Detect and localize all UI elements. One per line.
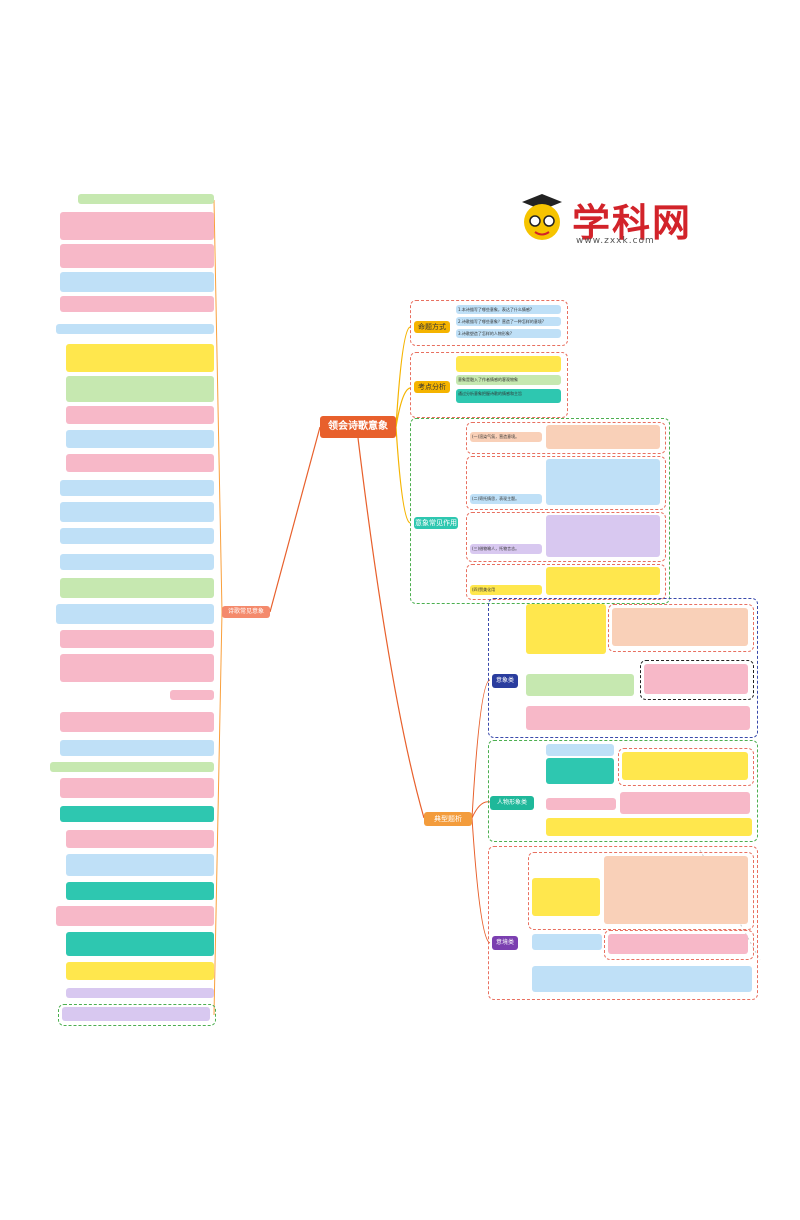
left-item bbox=[60, 212, 214, 240]
g1-method bbox=[526, 674, 634, 696]
g2-note bbox=[546, 818, 752, 836]
left-item bbox=[66, 454, 214, 472]
b3-sub2 bbox=[466, 456, 666, 510]
left-item bbox=[170, 690, 214, 700]
left-item bbox=[66, 988, 214, 998]
b3-sub4 bbox=[466, 564, 666, 600]
b3-item: (二)寄托情思，表现主题。 bbox=[470, 494, 542, 504]
left-item bbox=[60, 740, 214, 756]
b3-detail bbox=[546, 515, 660, 557]
left-item bbox=[56, 906, 214, 926]
branch-analysis: 考点分析 bbox=[414, 381, 450, 393]
g1-ans bbox=[612, 608, 748, 646]
branch-question-types: 命题方式 bbox=[414, 321, 450, 333]
b3-item: (一)渲染气氛，营造意境。 bbox=[470, 432, 542, 442]
g2-frame bbox=[488, 740, 758, 842]
b2-frame bbox=[410, 352, 568, 418]
left-item bbox=[66, 344, 214, 372]
left-item bbox=[60, 778, 214, 798]
left-item bbox=[60, 806, 214, 822]
left-item bbox=[50, 762, 214, 772]
left-item bbox=[60, 528, 214, 544]
left-item bbox=[66, 962, 214, 980]
left-item bbox=[60, 480, 214, 496]
g1-frame bbox=[488, 598, 758, 738]
g2-q2 bbox=[546, 758, 614, 784]
b2-item bbox=[456, 356, 561, 372]
g1-tip-frame bbox=[640, 660, 754, 700]
left-item bbox=[60, 578, 214, 598]
branch-functions: 意象常见作用 bbox=[414, 517, 458, 529]
branch-examples: 典型题析 bbox=[424, 812, 472, 826]
left-item bbox=[60, 630, 214, 648]
g3-hub: 意境类 bbox=[492, 936, 518, 950]
b3-item: (三)借物喻人，托物言志。 bbox=[470, 544, 542, 554]
left-hub: 诗歌常见意象 bbox=[222, 606, 270, 618]
root-node: 领会诗歌意象 bbox=[320, 416, 396, 438]
left-item bbox=[66, 882, 214, 900]
g3-tip-frame bbox=[604, 930, 754, 960]
g2-ans-frame bbox=[618, 748, 754, 786]
left-item bbox=[66, 830, 214, 848]
g1-hub: 意象类 bbox=[492, 674, 518, 688]
left-item bbox=[60, 272, 214, 292]
g3-frame bbox=[488, 846, 758, 1000]
g2-ans bbox=[622, 752, 748, 780]
left-item bbox=[56, 604, 214, 624]
b2-item: 意象是融入了作者情感的客观物象 bbox=[456, 375, 561, 385]
g3-note bbox=[532, 966, 752, 992]
b3-detail bbox=[546, 459, 660, 505]
left-item bbox=[66, 854, 214, 876]
b1-item: 3.诗歌塑造了怎样的人物形象? bbox=[456, 329, 561, 338]
g2-q bbox=[546, 744, 614, 756]
g3-tip bbox=[608, 934, 748, 954]
left-item bbox=[66, 406, 214, 424]
logo-text: 学科网 bbox=[572, 201, 693, 245]
b3-frame bbox=[410, 418, 670, 604]
left-item bbox=[62, 1007, 210, 1021]
g3-q-frame bbox=[528, 852, 754, 930]
left-item bbox=[66, 376, 214, 402]
g2-hub: 人物形象类 bbox=[490, 796, 534, 810]
b1-item: 1.本诗描写了哪些意象，表达了什么情感? bbox=[456, 305, 561, 314]
g1-q bbox=[526, 604, 606, 654]
g3-q bbox=[532, 878, 600, 916]
left-item bbox=[60, 502, 214, 522]
g2-method bbox=[546, 798, 616, 810]
b3-detail bbox=[546, 567, 660, 595]
g2-tip bbox=[620, 792, 750, 814]
b2-item: 通过分析意象把握诗歌的情感和主旨 bbox=[456, 389, 561, 403]
left-item bbox=[66, 430, 214, 448]
g3-ans bbox=[604, 856, 748, 924]
b3-detail bbox=[546, 425, 660, 449]
left-item bbox=[56, 324, 214, 334]
logo-url: www.zxxk.com bbox=[576, 236, 655, 246]
left-item bbox=[60, 712, 214, 732]
b1-frame bbox=[410, 300, 568, 346]
g1-tip bbox=[644, 664, 748, 694]
g1-note bbox=[526, 706, 750, 730]
left-item bbox=[60, 554, 214, 570]
b3-item: (四)赞美化用 bbox=[470, 585, 542, 595]
b3-sub3 bbox=[466, 512, 666, 562]
g1-ans-frame bbox=[608, 604, 754, 652]
left-item bbox=[78, 194, 214, 204]
left-item bbox=[66, 932, 214, 956]
b3-sub1 bbox=[466, 422, 666, 454]
left-item bbox=[60, 654, 214, 682]
left-last-frame bbox=[58, 1004, 216, 1026]
logo-mascot-icon bbox=[522, 194, 562, 240]
g3-method bbox=[532, 934, 602, 950]
left-item bbox=[60, 244, 214, 268]
left-item bbox=[60, 296, 214, 312]
b1-item: 2.诗歌描写了哪些意象？营造了一种怎样的意境? bbox=[456, 317, 561, 326]
